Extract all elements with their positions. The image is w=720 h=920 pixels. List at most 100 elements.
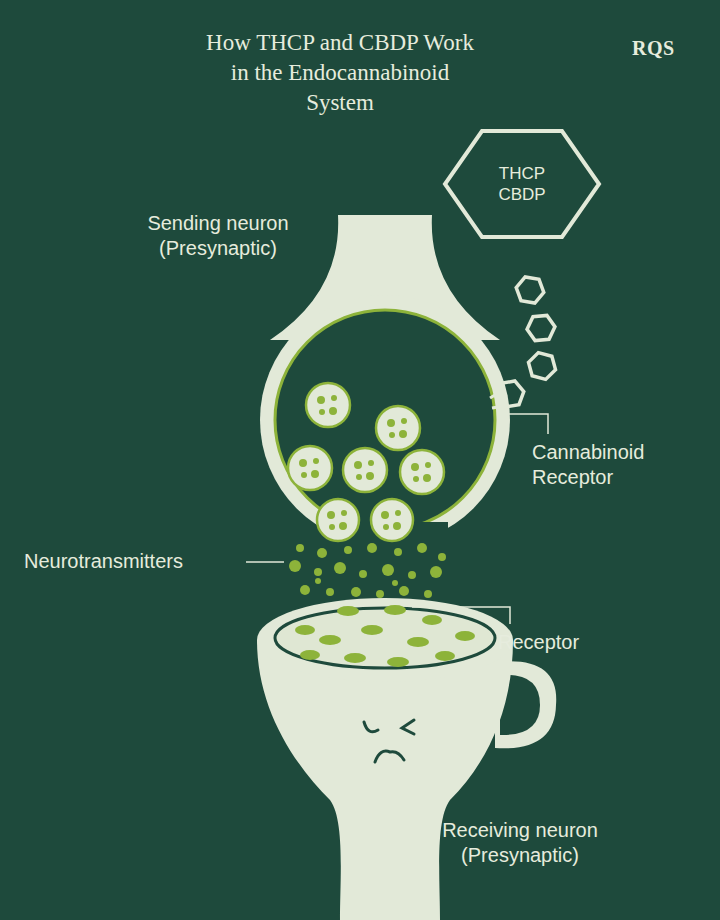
vesicle-dot — [411, 463, 419, 471]
neurotransmitter-dot — [376, 590, 384, 598]
vesicle — [343, 448, 387, 492]
neurotransmitter-dot — [334, 562, 346, 574]
vesicle-dot — [389, 432, 395, 438]
neurotransmitter-dot — [315, 578, 321, 584]
neurotransmitter-dot — [300, 585, 310, 595]
sad-face — [402, 720, 414, 734]
hexagon-outline — [442, 128, 602, 240]
leader-line — [412, 607, 510, 624]
vesicle-dot — [299, 395, 431, 530]
vesicle-dot — [317, 396, 325, 404]
vesicle-dot — [299, 459, 307, 467]
neurotransmitter-dot — [359, 570, 367, 578]
node-text-holder: THCP CBDP — [487, 163, 557, 205]
vesicle-dot — [387, 419, 395, 427]
vesicle — [371, 499, 413, 541]
receptor-label: Cannabinoid Receptor — [532, 440, 697, 490]
vesicle-dot — [368, 460, 374, 466]
vesicle-dot — [313, 458, 319, 464]
neuron-label: Sending neuron (Presynaptic) — [118, 211, 318, 261]
molecule-name: THCP CBDP — [487, 163, 557, 205]
receiving-neuron — [275, 608, 495, 668]
vesicle-dot — [319, 409, 325, 415]
vesicle — [288, 383, 444, 541]
vesicle-dot — [395, 510, 401, 516]
vesicle-dot — [393, 522, 401, 530]
neurotransmitter-dot — [289, 560, 301, 572]
vesicle-dot — [341, 510, 347, 516]
neurotransmitter-dot — [382, 564, 394, 576]
neurotransmitter-label: Neurotransmitters — [24, 549, 183, 574]
receptor-oval — [361, 625, 383, 635]
molecule-hexagon: THCP CBDP — [442, 128, 602, 240]
cannabinoid-receptor-site — [490, 392, 504, 408]
neurotransmitter-dot — [408, 571, 416, 579]
leader-line — [246, 561, 284, 563]
vesicle-dot — [329, 524, 335, 530]
sad-face — [364, 720, 414, 762]
vesicle-dot — [399, 430, 407, 438]
vesicle-dot — [413, 476, 419, 482]
leader-line — [246, 414, 548, 624]
sending-neuron — [260, 295, 510, 545]
receptor-oval — [337, 606, 359, 616]
vesicle-dot — [329, 407, 337, 415]
neurotransmitter-dot — [438, 553, 446, 561]
neurotransmitter-dot — [326, 588, 334, 596]
neurotransmitter-dot — [289, 543, 446, 598]
vesicle — [306, 383, 350, 427]
receptor-oval — [295, 625, 315, 635]
receiving-neuron — [257, 598, 513, 682]
neurotransmitter-dot — [351, 587, 361, 597]
receptor-oval — [422, 615, 442, 625]
neurotransmitter-dot — [394, 548, 402, 556]
neurotransmitter-dot — [399, 586, 409, 596]
title: How THCP and CBDP Work in the Endocannab… — [200, 28, 480, 118]
vesicle-dot — [356, 474, 362, 480]
receptor-oval — [407, 637, 429, 647]
receptor-oval — [319, 635, 341, 645]
vesicle — [400, 450, 444, 494]
vesicle-dot — [366, 472, 374, 480]
vesicle — [317, 499, 359, 541]
vesicle-dot — [301, 472, 307, 478]
hexagon-outline — [445, 131, 599, 237]
neurotransmitter-dot — [417, 543, 427, 553]
sending-neuron — [260, 215, 510, 552]
neurotransmitter-dot — [317, 548, 327, 558]
neurotransmitter-dot — [392, 580, 398, 586]
neurotransmitter-dot — [424, 590, 432, 598]
vesicle — [376, 406, 420, 450]
cannabinoid-receptor-site — [490, 392, 504, 408]
leader-line — [507, 414, 548, 434]
molecule-hexagon — [514, 276, 546, 304]
receptor-oval — [455, 631, 475, 641]
molecule-hexagon — [526, 315, 556, 341]
brand-logo: RQS — [632, 36, 675, 61]
neurotransmitter-dot — [344, 546, 352, 554]
vesicle-dot — [339, 522, 347, 530]
sending-neuron — [275, 310, 495, 530]
receptor-oval — [300, 650, 320, 660]
vesicle-dot — [327, 511, 335, 519]
vesicle-dot — [423, 474, 431, 482]
sad-face — [375, 751, 404, 762]
receptor-oval — [384, 605, 406, 615]
neuron-label: Receiving neuron (Presynaptic) — [415, 818, 625, 868]
vesicle-dot — [383, 524, 389, 530]
neurotransmitter-dot — [314, 568, 322, 576]
vesicle-dot — [354, 461, 362, 469]
neurotransmitter-dot — [296, 544, 304, 552]
receptor-label: Receptor — [498, 630, 579, 655]
molecule-hexagon — [525, 351, 558, 381]
receptor-oval — [435, 651, 455, 661]
vesicle-dot — [401, 418, 407, 424]
vesicle-dot — [311, 470, 319, 478]
sad-face — [364, 722, 378, 732]
receptor-oval — [295, 605, 475, 667]
receptor-oval — [387, 657, 409, 667]
neurotransmitter-dot — [367, 543, 377, 553]
neurotransmitter-dot — [430, 566, 442, 578]
receptor-oval — [344, 653, 366, 663]
